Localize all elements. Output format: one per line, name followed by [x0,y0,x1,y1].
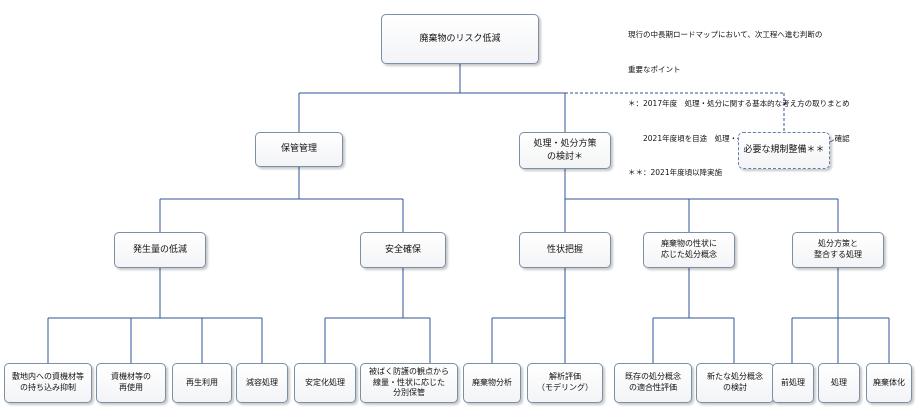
node-safety: 安全確保 [360,232,446,268]
legend-heading-line1: 現行の中長期ロードマップにおいて、次工程へ進む判断の [628,30,823,39]
node-storage-management: 保管管理 [255,132,343,167]
node-recycle: 再生利用 [172,363,232,403]
node-reduce-carry-in: 敷地内への資機材等 の持ち込み抑制 [4,363,92,403]
node-regulation: 必要な規制整備＊＊ [738,132,830,169]
node-analytical-evaluation: 解析評価 （モデリング） [527,363,603,403]
node-new-concept-study: 新たな処分概念 の検討 [696,363,774,403]
node-reuse: 資機材等の 再使用 [96,363,166,403]
legend-note2: ＊＊：2021年度頃以降実施 [628,168,723,177]
node-disposal-policy: 処理・処分方策 の検討＊ [519,132,611,169]
node-treatment: 処理 [818,363,860,403]
node-disposal-concept: 廃棄物の性状に 応じた処分概念 [643,232,735,268]
legend-heading-line2: 重要なポイント [628,64,681,74]
node-solidification: 廃棄体化 [866,363,912,403]
legend-note1-line1: ＊：2017年度 処理・処分に関する基本的な考え方の取りまとめ [628,99,850,108]
node-segregated-storage: 被ばく防護の観点から 線量・性状に応じた 分別保管 [360,363,458,403]
node-waste-analysis: 廃棄物分析 [463,363,521,403]
node-volume-reduction: 減容処理 [236,363,288,403]
node-root: 廃棄物のリスク低減 [381,14,539,64]
node-stabilization: 安定化処理 [294,363,356,403]
node-generation-reduction: 発生量の低減 [114,232,206,268]
node-existing-concept-evaluation: 既存の処分概念 の適合性評価 [614,363,692,403]
node-characterization: 性状把握 [519,232,611,268]
node-consistent-treatment: 処分方策と 整合する処理 [792,232,884,268]
node-pretreatment: 前処理 [772,363,814,403]
